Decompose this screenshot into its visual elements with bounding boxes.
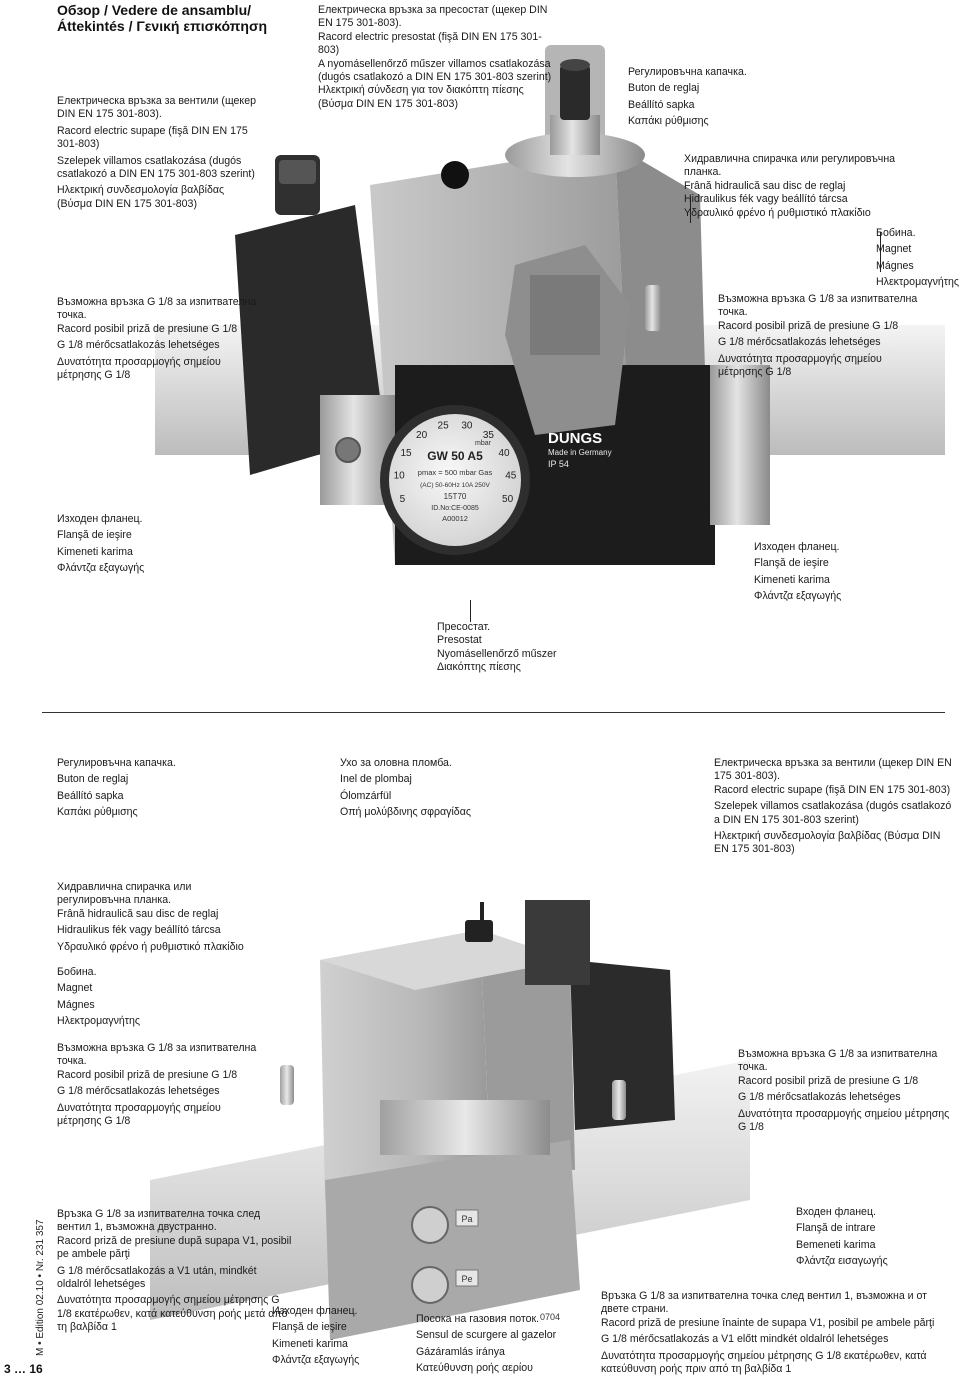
valve-plug xyxy=(525,900,590,985)
part-number: 0704 xyxy=(540,1312,560,1322)
leader-line xyxy=(880,232,881,272)
brand-ip: IP 54 xyxy=(548,459,569,469)
port-pe xyxy=(411,1266,449,1304)
label-outlet-flange-bottom: Изходен фланец. Flanşă de ieşire Kimenet… xyxy=(272,1305,360,1367)
gauge-code: 15T70 xyxy=(444,492,467,501)
bottom-valve-photo: Pa Pe 0704 xyxy=(150,880,750,1380)
test-nipple-right xyxy=(612,1080,626,1120)
gauge-scale-number: 5 xyxy=(400,494,406,505)
test-nipple-left xyxy=(280,1065,294,1105)
bottom-valve-drawing: Pa Pe 0704 xyxy=(150,900,750,1340)
lower-block xyxy=(325,1140,580,1340)
label-inlet-flange: Входен фланец. Flanşă de intrare Bemenet… xyxy=(796,1206,888,1268)
gauge-scale-number: 45 xyxy=(505,471,517,482)
lead-seal-lug xyxy=(480,902,484,924)
brand-made-in: Made in Germany xyxy=(548,448,612,457)
label-test-point-top-right: Възможна връзка G 1/8 за изпитвателна то… xyxy=(718,293,918,379)
port-label-pa: Pa xyxy=(461,1214,472,1224)
title-line-2: Áttekintés / Γενική επισκόπηση xyxy=(57,18,268,34)
label-adjust-cap-top: Регулировъчна капачка. Buton de reglaj B… xyxy=(628,66,747,128)
label-valve-connection-top: Електрическа връзка за вентили (щекер DI… xyxy=(57,95,256,210)
gauge-scale-number: 15 xyxy=(400,448,412,459)
label-hydraulic-brake-bottom: Хидравлична спирачка или регулировъчна п… xyxy=(57,881,244,953)
label-test-point-top-left: Възможна връзка G 1/8 за изпитвателна то… xyxy=(57,296,257,382)
gauge-scale-number: 50 xyxy=(502,494,514,505)
gauge-ident: ID.No:CE-0085 xyxy=(431,505,479,512)
gauge-model: GW 50 A5 xyxy=(427,449,483,463)
label-test-point-bottom-right: Възможна връзка G 1/8 за изпитвателна то… xyxy=(738,1048,950,1134)
gauge-pmax: pmax = 500 mbar Gas xyxy=(418,468,493,477)
title-line-1: Обзор / Vedere de ansamblu/ xyxy=(57,2,252,18)
label-test-point-bottom-left: Възможна връзка G 1/8 за изпитвателна то… xyxy=(57,1042,257,1128)
section-divider xyxy=(42,712,945,713)
lead-seal-lug xyxy=(441,161,469,189)
gauge-scale-number: 10 xyxy=(394,471,406,482)
label-hydraulic-brake-top: Хидравлична спирачка или регулировъчна п… xyxy=(684,153,896,219)
port-pa xyxy=(411,1206,449,1244)
gauge-rating: (AC) 50-60Hz 10A 250V xyxy=(420,482,490,489)
label-presostat-connection: Електрическа връзка за пресостат (щекер … xyxy=(318,4,552,110)
gauge-scale-number: 25 xyxy=(438,420,450,431)
edition-text: M • Edition 02.10 • Nr. 231 357 xyxy=(35,1219,46,1356)
test-nipple xyxy=(645,285,661,331)
gauge-unit: mbar xyxy=(475,440,492,447)
top-flange xyxy=(380,1100,550,1155)
label-outlet-flange-top-left: Изходен фланец. Flanşă de ieşire Kimenet… xyxy=(57,513,145,575)
label-gas-flow: Посока на газовия поток. Sensul de scurg… xyxy=(416,1313,557,1375)
page-number: 3 … 16 xyxy=(4,1362,43,1376)
edition-reference: M • Edition 02.10 • Nr. 231 357 xyxy=(34,1206,50,1356)
label-adjust-cap-bottom: Регулировъчна капачка. Buton de reglaj B… xyxy=(57,757,176,819)
gauge-scale-number: 40 xyxy=(498,448,510,459)
adjust-cap xyxy=(465,920,493,942)
brand-logo: DUNGS xyxy=(548,430,602,447)
gauge-scale-number: 30 xyxy=(461,420,473,431)
inlet-flange xyxy=(710,365,770,525)
label-coil-bottom: Бобина. Magnet Mágnes Ηλεκτρομαγνήτης xyxy=(57,966,140,1028)
page-title: Обзор / Vedere de ansamblu/ Áttekintés /… xyxy=(57,2,267,34)
adjust-cap xyxy=(560,65,590,120)
gauge-scale-number: 20 xyxy=(416,430,428,441)
label-lead-seal: Ухо за оловна пломба. Inel de plombaj Ól… xyxy=(340,757,471,819)
label-presostat: Пресостат. Presostat Nyomásellenőrző műs… xyxy=(437,621,557,674)
label-valve-connection-bottom: Електрическа връзка за вентили (щекер DI… xyxy=(714,757,952,856)
port-label-pe: Pe xyxy=(461,1274,472,1284)
label-outlet-flange-top-right: Изходен фланец. Flanşă de ieşire Kimenet… xyxy=(754,541,842,603)
leader-line xyxy=(690,198,691,223)
label-coil-top: Бобина. Magnet Mágnes Ηλεκτρομαγνήτης xyxy=(876,227,959,289)
gauge-serial: A00012 xyxy=(442,514,468,523)
coil-housing xyxy=(570,960,675,1130)
label-test-point-after-v1: Връзка G 1/8 за изпитвателна точка след … xyxy=(57,1208,292,1334)
pressure-gauge xyxy=(389,414,521,546)
label-test-point-before-v1: Връзка G 1/8 за изпитвателна точка след … xyxy=(601,1290,935,1376)
gauge-scale-number: 35 xyxy=(483,430,495,441)
leader-line xyxy=(470,600,471,622)
